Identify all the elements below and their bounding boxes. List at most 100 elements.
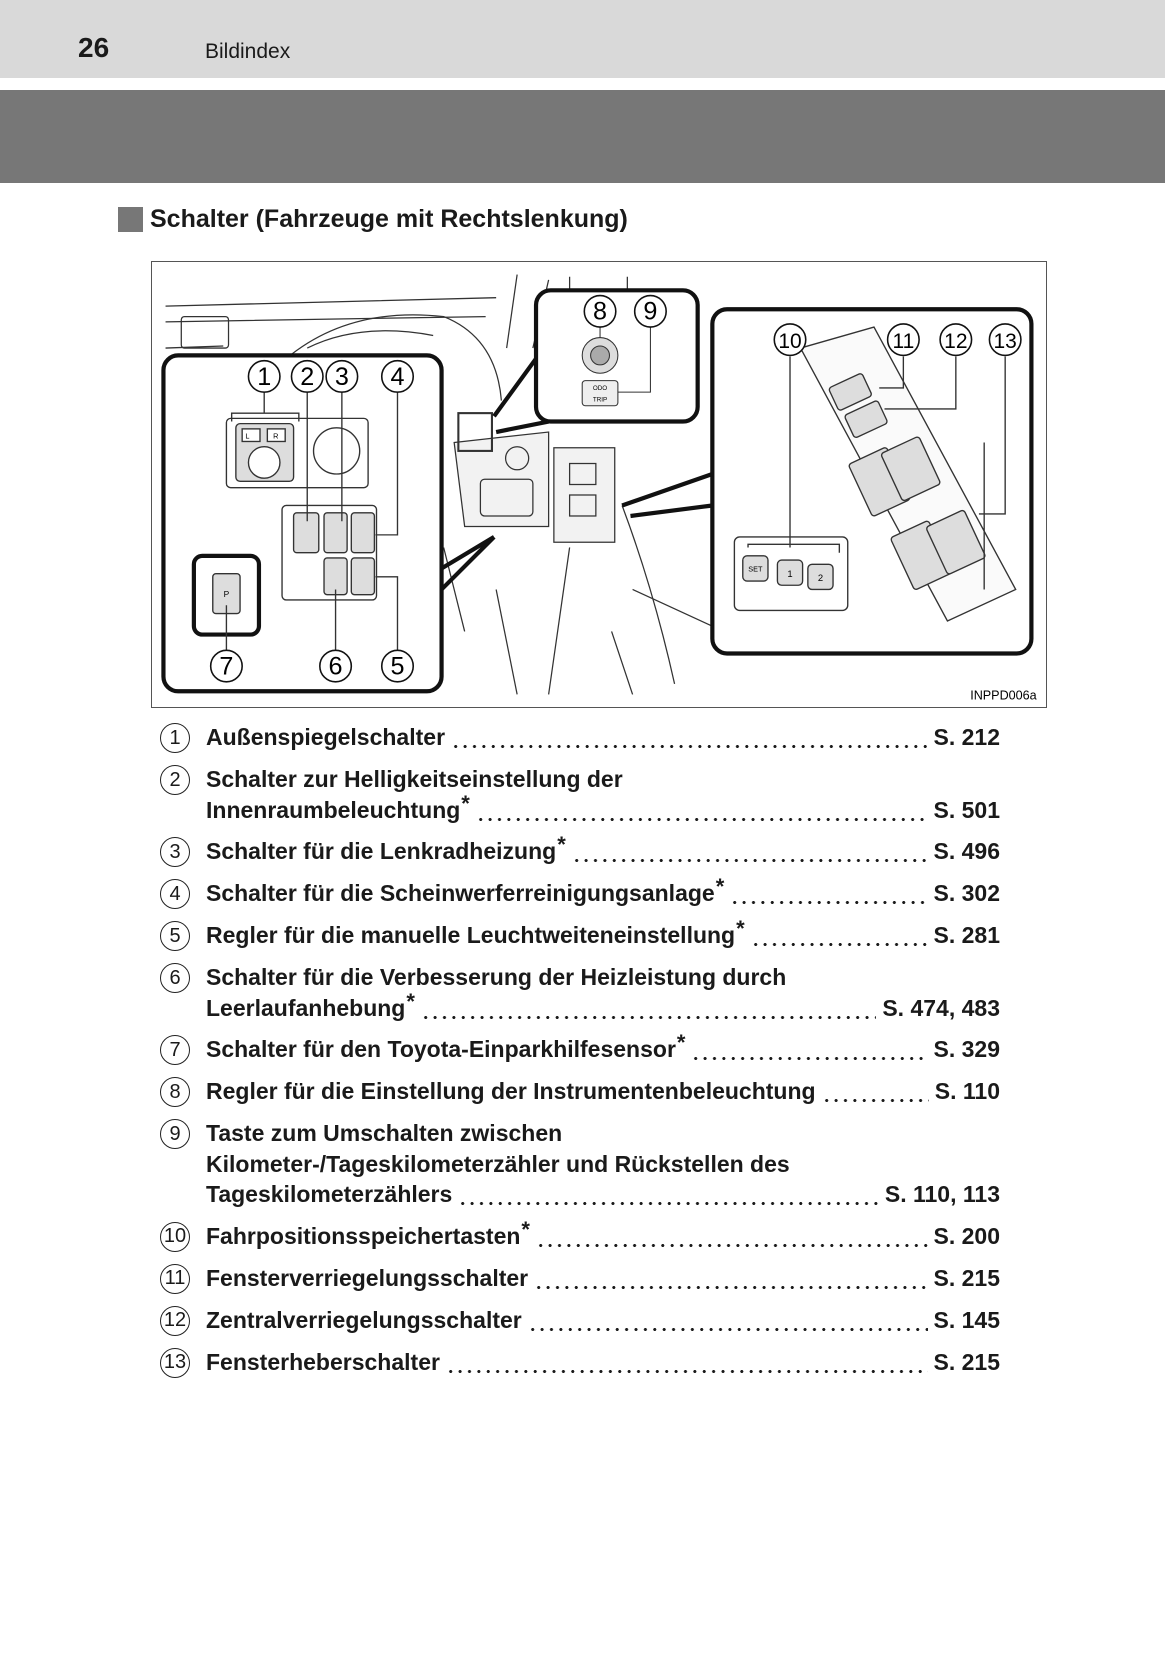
page-header: 26 Bildindex — [0, 0, 1165, 78]
item-text: Schalter für die Lenkradheizung — [206, 838, 557, 864]
item-text: Fensterverriegelungsschalter — [206, 1264, 529, 1291]
callout-number: 12 — [944, 330, 967, 353]
callout-number: 6 — [329, 652, 343, 680]
callout-number: 4 — [390, 363, 404, 391]
dot-leader — [535, 1220, 928, 1251]
dot-leader — [451, 722, 928, 753]
footnote-star: * — [715, 874, 725, 899]
item-body: Fahrpositionsspeichertasten* S. 200 — [206, 1216, 1001, 1252]
header-band — [0, 90, 1165, 183]
page-reference[interactable]: S. 212 — [933, 724, 1001, 750]
callout-circle — [380, 359, 415, 393]
item-line: Kilometer-/Tageskilometerzähler und Rück… — [206, 1149, 1000, 1180]
mem2-label: 2 — [818, 573, 823, 584]
page-number: 26 — [78, 32, 110, 63]
callout-circle — [290, 359, 324, 393]
page-reference[interactable]: S. 329 — [933, 1036, 1001, 1062]
callout-circle — [773, 323, 807, 357]
callout-circle — [325, 359, 359, 393]
item-text: Schalter zur Helligkeitseinstellung der — [206, 766, 623, 792]
item-number: 12 — [160, 1305, 190, 1336]
page-reference[interactable]: S. 145 — [933, 1306, 1001, 1333]
item-text: Außenspiegelschalter — [206, 724, 446, 750]
item-body: Schalter für den Toyota-Einparkhilfesens… — [206, 1032, 1001, 1065]
dot-leader — [458, 1179, 879, 1210]
item-number: 8 — [160, 1077, 190, 1107]
page-reference[interactable]: S. 302 — [933, 880, 1001, 906]
footnote-star: * — [521, 1216, 530, 1242]
item-body: Fensterverriegelungsschalter S. 215 — [206, 1262, 1001, 1294]
page-reference[interactable]: S. 496 — [933, 838, 1001, 864]
item-text: Fensterheberschalter — [206, 1348, 440, 1375]
dot-leader — [730, 878, 928, 909]
item-line: Leerlaufanhebung*S. 474, 483 — [206, 990, 1000, 1023]
footnote-star: * — [736, 916, 745, 941]
item-number: 1 — [160, 723, 190, 753]
callout-number: 3 — [335, 363, 349, 391]
left-switch-panel — [191, 392, 399, 651]
item-number: 4 — [160, 879, 190, 909]
callout-circle — [583, 294, 617, 328]
callout-number: 9 — [643, 298, 657, 326]
callout-circle — [247, 359, 281, 393]
section-square-icon — [118, 207, 143, 232]
figure-code: INPPD006a — [970, 689, 1036, 703]
mirror-r-label: R — [273, 431, 278, 440]
item-text: Fahrpositionsspeichertasten — [206, 1222, 521, 1249]
callout-number: 5 — [390, 652, 404, 680]
page-reference[interactable]: S. 200 — [933, 1222, 1001, 1249]
callout-circle — [633, 294, 667, 328]
item-line: Regler für die Einstellung der Instrumen… — [206, 1076, 1000, 1107]
callout-circle — [939, 323, 973, 357]
item-text: Regler für die manuelle Leuchtweiteneins… — [206, 922, 736, 948]
item-body: Schalter für die Verbesserung der Heizle… — [206, 962, 1000, 1023]
item-line: Schalter für den Toyota-Einparkhilfesens… — [206, 1032, 1001, 1065]
item-line: Außenspiegelschalter S. 212 — [206, 722, 1000, 753]
callout-number: 2 — [300, 363, 314, 391]
dot-leader — [445, 1346, 928, 1377]
page-reference[interactable]: S. 501 — [933, 796, 1001, 823]
dot-leader — [527, 1304, 928, 1335]
dot-leader — [750, 920, 928, 951]
set-label: SET — [748, 565, 763, 574]
list-item: 8 Regler für die Einstellung der Instrume… — [160, 1076, 1000, 1107]
item-text: Taste zum Umschalten zwischen — [206, 1120, 563, 1146]
list-item: 11 Fensterverriegelungsschalter S. 215 — [160, 1262, 1001, 1294]
door-switch-panel — [733, 326, 1017, 622]
callout-number: 1 — [257, 363, 271, 391]
section-heading: Schalter (Fahrzeuge mit Rechtslenkung) — [118, 205, 628, 234]
page-reference[interactable]: S. 281 — [933, 922, 1001, 948]
dot-leader — [691, 1034, 928, 1065]
item-number: 13 — [160, 1347, 190, 1378]
item-text: Schalter für den Toyota-Einparkhilfesens… — [206, 1036, 676, 1062]
item-text: Regler für die Einstellung der Instrumen… — [206, 1078, 816, 1104]
callout-circle — [380, 649, 415, 683]
page-reference[interactable]: S. 215 — [933, 1348, 1001, 1375]
item-line: Fensterverriegelungsschalter S. 215 — [206, 1262, 1001, 1293]
item-line: Innenraumbeleuchtung*S. 501 — [206, 792, 1001, 825]
trip-label: TRIP — [593, 397, 607, 404]
mem1-label: 1 — [787, 569, 792, 580]
page-reference[interactable]: S. 215 — [933, 1264, 1001, 1291]
page-reference[interactable]: S. 110, 113 — [884, 1181, 1000, 1207]
item-number: 7 — [160, 1035, 190, 1065]
item-number: 11 — [160, 1263, 190, 1294]
item-line: Schalter zur Helligkeitseinstellung der — [206, 764, 1000, 795]
item-line: Taste zum Umschalten zwischen — [206, 1118, 1000, 1149]
header-title: Bildindex — [205, 40, 291, 63]
page-reference[interactable]: S. 110 — [934, 1078, 1000, 1104]
page-reference[interactable]: S. 474, 483 — [882, 994, 1000, 1021]
callout-number: 8 — [593, 298, 607, 326]
